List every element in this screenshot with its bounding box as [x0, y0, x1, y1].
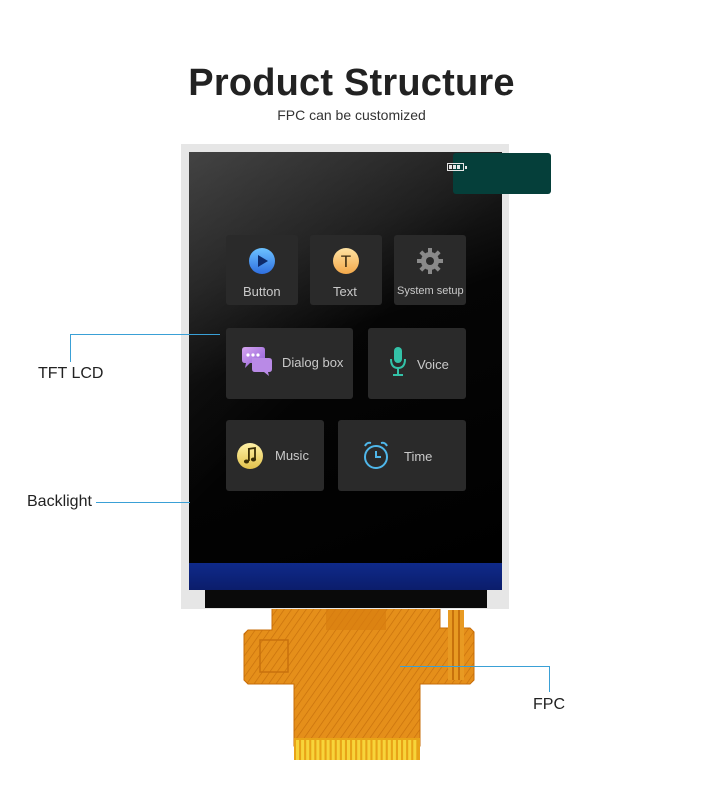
alarm-clock-icon — [364, 441, 388, 469]
connector-tab — [453, 153, 551, 194]
gold-finger — [306, 740, 310, 760]
gold-finger — [362, 740, 366, 760]
fpc-body — [243, 587, 475, 747]
tft-lcd-leader-horizontal — [70, 334, 220, 335]
chat-bubbles-icon — [242, 347, 272, 376]
text-icon-letter: T — [341, 252, 351, 271]
page-title: Product Structure — [188, 62, 515, 104]
tile-button[interactable]: Button — [226, 235, 298, 305]
tile-label: Time — [404, 449, 433, 464]
gold-finger — [367, 740, 371, 760]
gold-finger — [296, 740, 299, 760]
lcd-bottom-edge — [205, 590, 487, 608]
tft-lcd-label: TFT LCD — [38, 365, 104, 382]
gold-finger — [398, 740, 401, 760]
backlight-leader — [96, 502, 190, 503]
gold-finger — [352, 740, 356, 760]
tile-label: Dialog box — [282, 355, 344, 370]
play-icon — [249, 248, 275, 274]
fpc-label: FPC — [533, 696, 565, 713]
fpc-leader-horizontal — [400, 666, 550, 667]
gold-finger — [311, 740, 315, 760]
tile-text[interactable]: T Text — [310, 235, 382, 305]
tft-lcd-leader-vertical — [70, 334, 71, 362]
gear-icon — [417, 248, 443, 274]
gold-finger — [316, 740, 320, 760]
tile-label: System setup — [397, 285, 464, 297]
gold-finger — [331, 740, 335, 760]
gold-finger — [382, 740, 386, 760]
gold-finger — [392, 740, 396, 760]
gold-finger — [357, 740, 361, 760]
fpc-gold-fingers — [294, 738, 420, 760]
gold-finger — [301, 740, 305, 760]
battery-icon — [447, 163, 467, 171]
fpc-leader-vertical — [549, 666, 550, 692]
tile-system-setup[interactable]: System setup — [394, 235, 466, 305]
tile-voice[interactable]: Voice — [368, 328, 466, 399]
tile-music[interactable]: Music — [226, 420, 324, 491]
text-t-icon: T — [333, 248, 359, 274]
tile-label: Voice — [417, 357, 449, 372]
gold-finger — [413, 740, 417, 760]
tile-dialog-box[interactable]: Dialog box — [226, 328, 353, 399]
gold-finger — [372, 740, 376, 760]
tile-label: Button — [243, 284, 281, 299]
gold-finger — [321, 740, 325, 760]
tile-label: Text — [333, 284, 357, 299]
gold-finger — [341, 740, 345, 760]
page-subtitle: FPC can be customized — [277, 107, 426, 123]
music-note-icon — [237, 443, 263, 469]
tile-time[interactable]: Time — [338, 420, 466, 491]
tile-label: Music — [275, 448, 309, 463]
gold-finger — [387, 740, 391, 760]
backlight-strip — [189, 563, 502, 590]
gold-finger — [377, 740, 381, 760]
gold-finger — [336, 740, 340, 760]
microphone-icon — [390, 347, 406, 376]
gold-finger — [403, 740, 407, 760]
gold-finger — [326, 740, 330, 760]
gold-finger — [347, 740, 350, 760]
gold-finger — [408, 740, 412, 760]
backlight-label: Backlight — [27, 493, 92, 510]
